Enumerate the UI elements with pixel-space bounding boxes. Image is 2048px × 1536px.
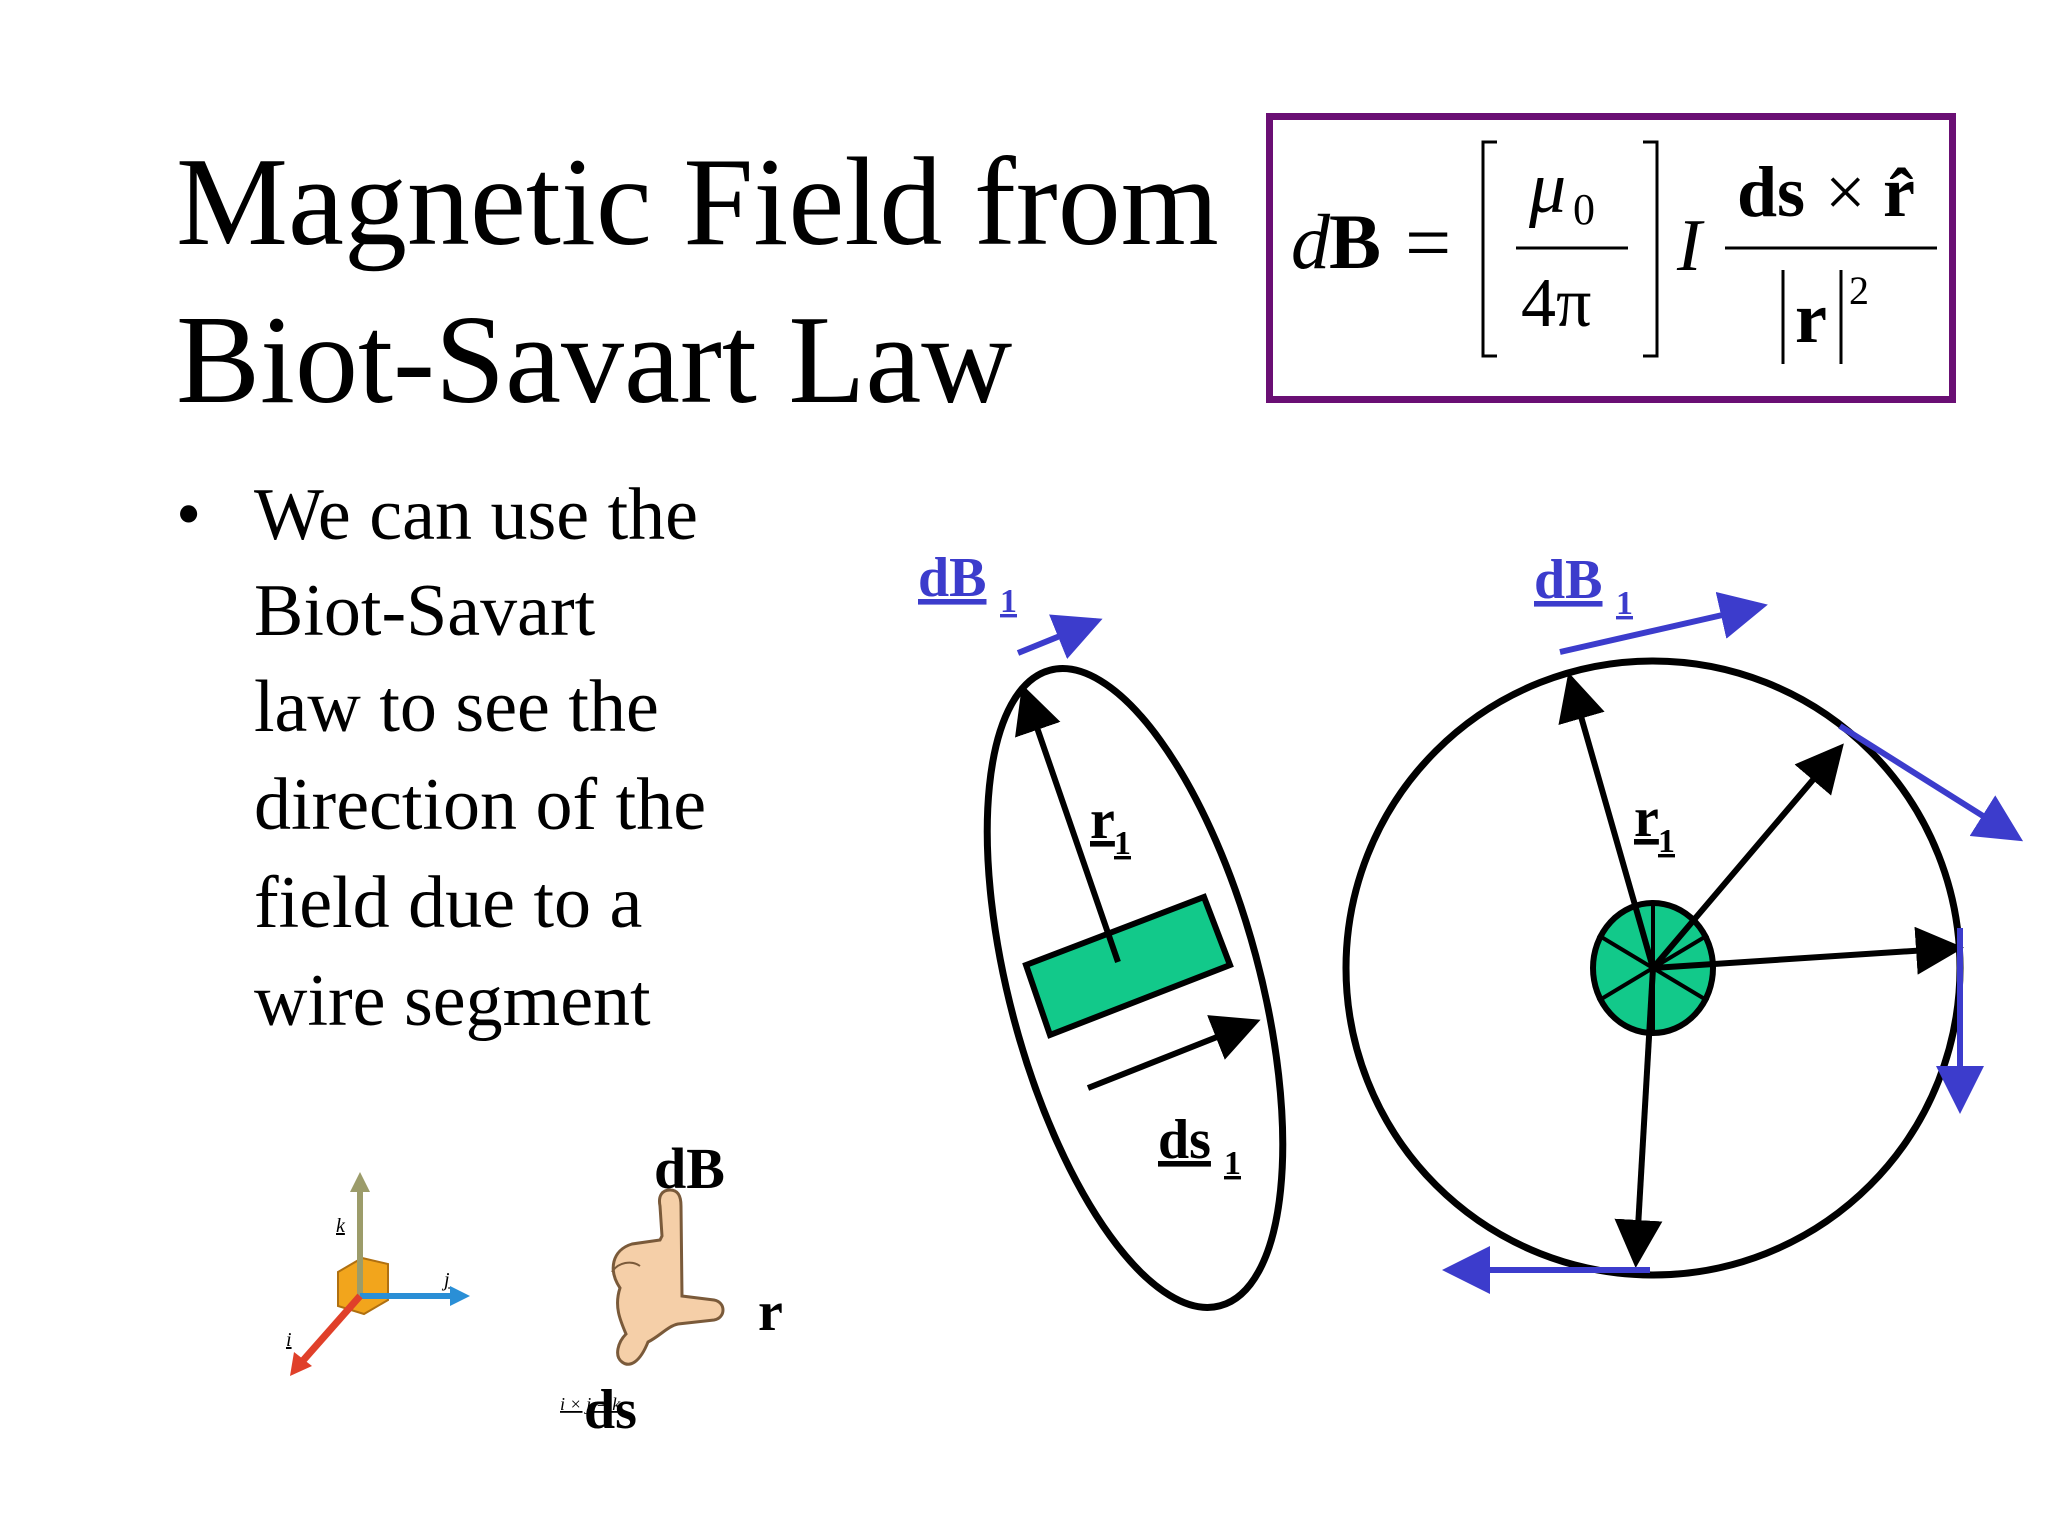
left-r1-arrow	[1015, 684, 1121, 963]
right-r-arrow-down	[1614, 967, 1663, 1268]
bullet-line-1: We can use the	[254, 474, 698, 556]
right-r1-subscript: 1	[1658, 823, 1675, 860]
axis-i-line	[297, 1293, 363, 1367]
axis-k-label: k	[336, 1215, 346, 1237]
left-r1-label: r	[1090, 789, 1115, 851]
right-r-arrow-upper-right	[1650, 743, 1844, 970]
left-loop-diagram: dB 1 r 1 ds 1	[918, 547, 1287, 1311]
formula-right-bracket	[1643, 140, 1659, 358]
bullet-line-2: Biot-Savart	[254, 570, 596, 652]
formula-mu-subscript: 0	[1573, 185, 1595, 234]
formula-exponent: 2	[1849, 268, 1869, 313]
right-dB1-subscript: 1	[1616, 585, 1633, 622]
formula-r: r	[1795, 278, 1827, 358]
hand-caption: i × j = k	[560, 1394, 621, 1414]
right-hand-rule: dB r i × j = k ds	[560, 1136, 783, 1441]
hand-icon	[611, 1188, 725, 1366]
left-dB1-label: dB	[918, 547, 987, 609]
biot-savart-formula: d B = μ 0 4π I ds × r̂ r 2	[1291, 140, 1937, 364]
formula-mu: μ	[1528, 147, 1566, 229]
axis-j-arrowhead	[450, 1286, 470, 1306]
formula-left-bracket	[1481, 140, 1497, 358]
axis-i-label: i	[286, 1329, 292, 1351]
formula-r-hat: r̂	[1883, 152, 1915, 232]
left-dB1-arrow	[1016, 614, 1103, 660]
bullet-dot: •	[176, 474, 202, 554]
right-dB-arrow-upper-right	[1838, 723, 2024, 842]
formula-cross: ×	[1825, 152, 1866, 232]
formula-four-pi: 4π	[1521, 265, 1591, 342]
right-loop-diagram: dB 1 r 1	[1342, 549, 2024, 1294]
left-dB1-subscript: 1	[1000, 583, 1017, 620]
hand-r-label: r	[758, 1281, 783, 1343]
formula-box: d B = μ 0 4π I ds × r̂ r 2	[1266, 113, 1956, 403]
axis-k-arrowhead	[350, 1172, 370, 1192]
slide-title-line-1: Magnetic Field from	[176, 133, 1219, 272]
formula-d: d	[1291, 198, 1331, 285]
axis-j-label: j	[441, 1269, 450, 1291]
hand-shape	[611, 1188, 725, 1366]
wire-segment	[1022, 893, 1234, 1039]
left-ds1-label: ds	[1158, 1109, 1211, 1171]
right-dB1-label: dB	[1534, 549, 1603, 611]
right-r1-label: r	[1634, 787, 1659, 849]
formula-equals: =	[1405, 197, 1451, 288]
left-r1-subscript: 1	[1114, 825, 1131, 862]
left-loop-ellipse	[983, 665, 1287, 1311]
slide-title-line-2: Biot-Savart Law	[176, 291, 1013, 430]
hand-ds-label: ds	[584, 1379, 637, 1441]
bullet-line-3: law to see the	[254, 666, 659, 748]
axis-i-arrowhead	[290, 1352, 312, 1376]
right-dB1-arrow-top	[1559, 591, 1768, 655]
formula-current: I	[1676, 205, 1705, 287]
bullet-line-5: field due to a	[254, 862, 643, 944]
right-r1-arrow-up	[1558, 672, 1656, 969]
bullet-line-4: direction of the	[254, 764, 707, 846]
hand-curled-finger	[611, 1261, 641, 1273]
formula-B: B	[1329, 198, 1381, 285]
left-ds1-arrow	[1086, 1015, 1261, 1091]
formula-ds: ds	[1737, 152, 1805, 232]
right-r-arrow-right	[1652, 926, 1964, 975]
bullet-line-6: wire segment	[254, 960, 651, 1042]
left-ds1-subscript: 1	[1224, 1145, 1241, 1182]
axes-illustration: k j i	[286, 1172, 470, 1376]
hand-dB-label: dB	[654, 1136, 725, 1201]
